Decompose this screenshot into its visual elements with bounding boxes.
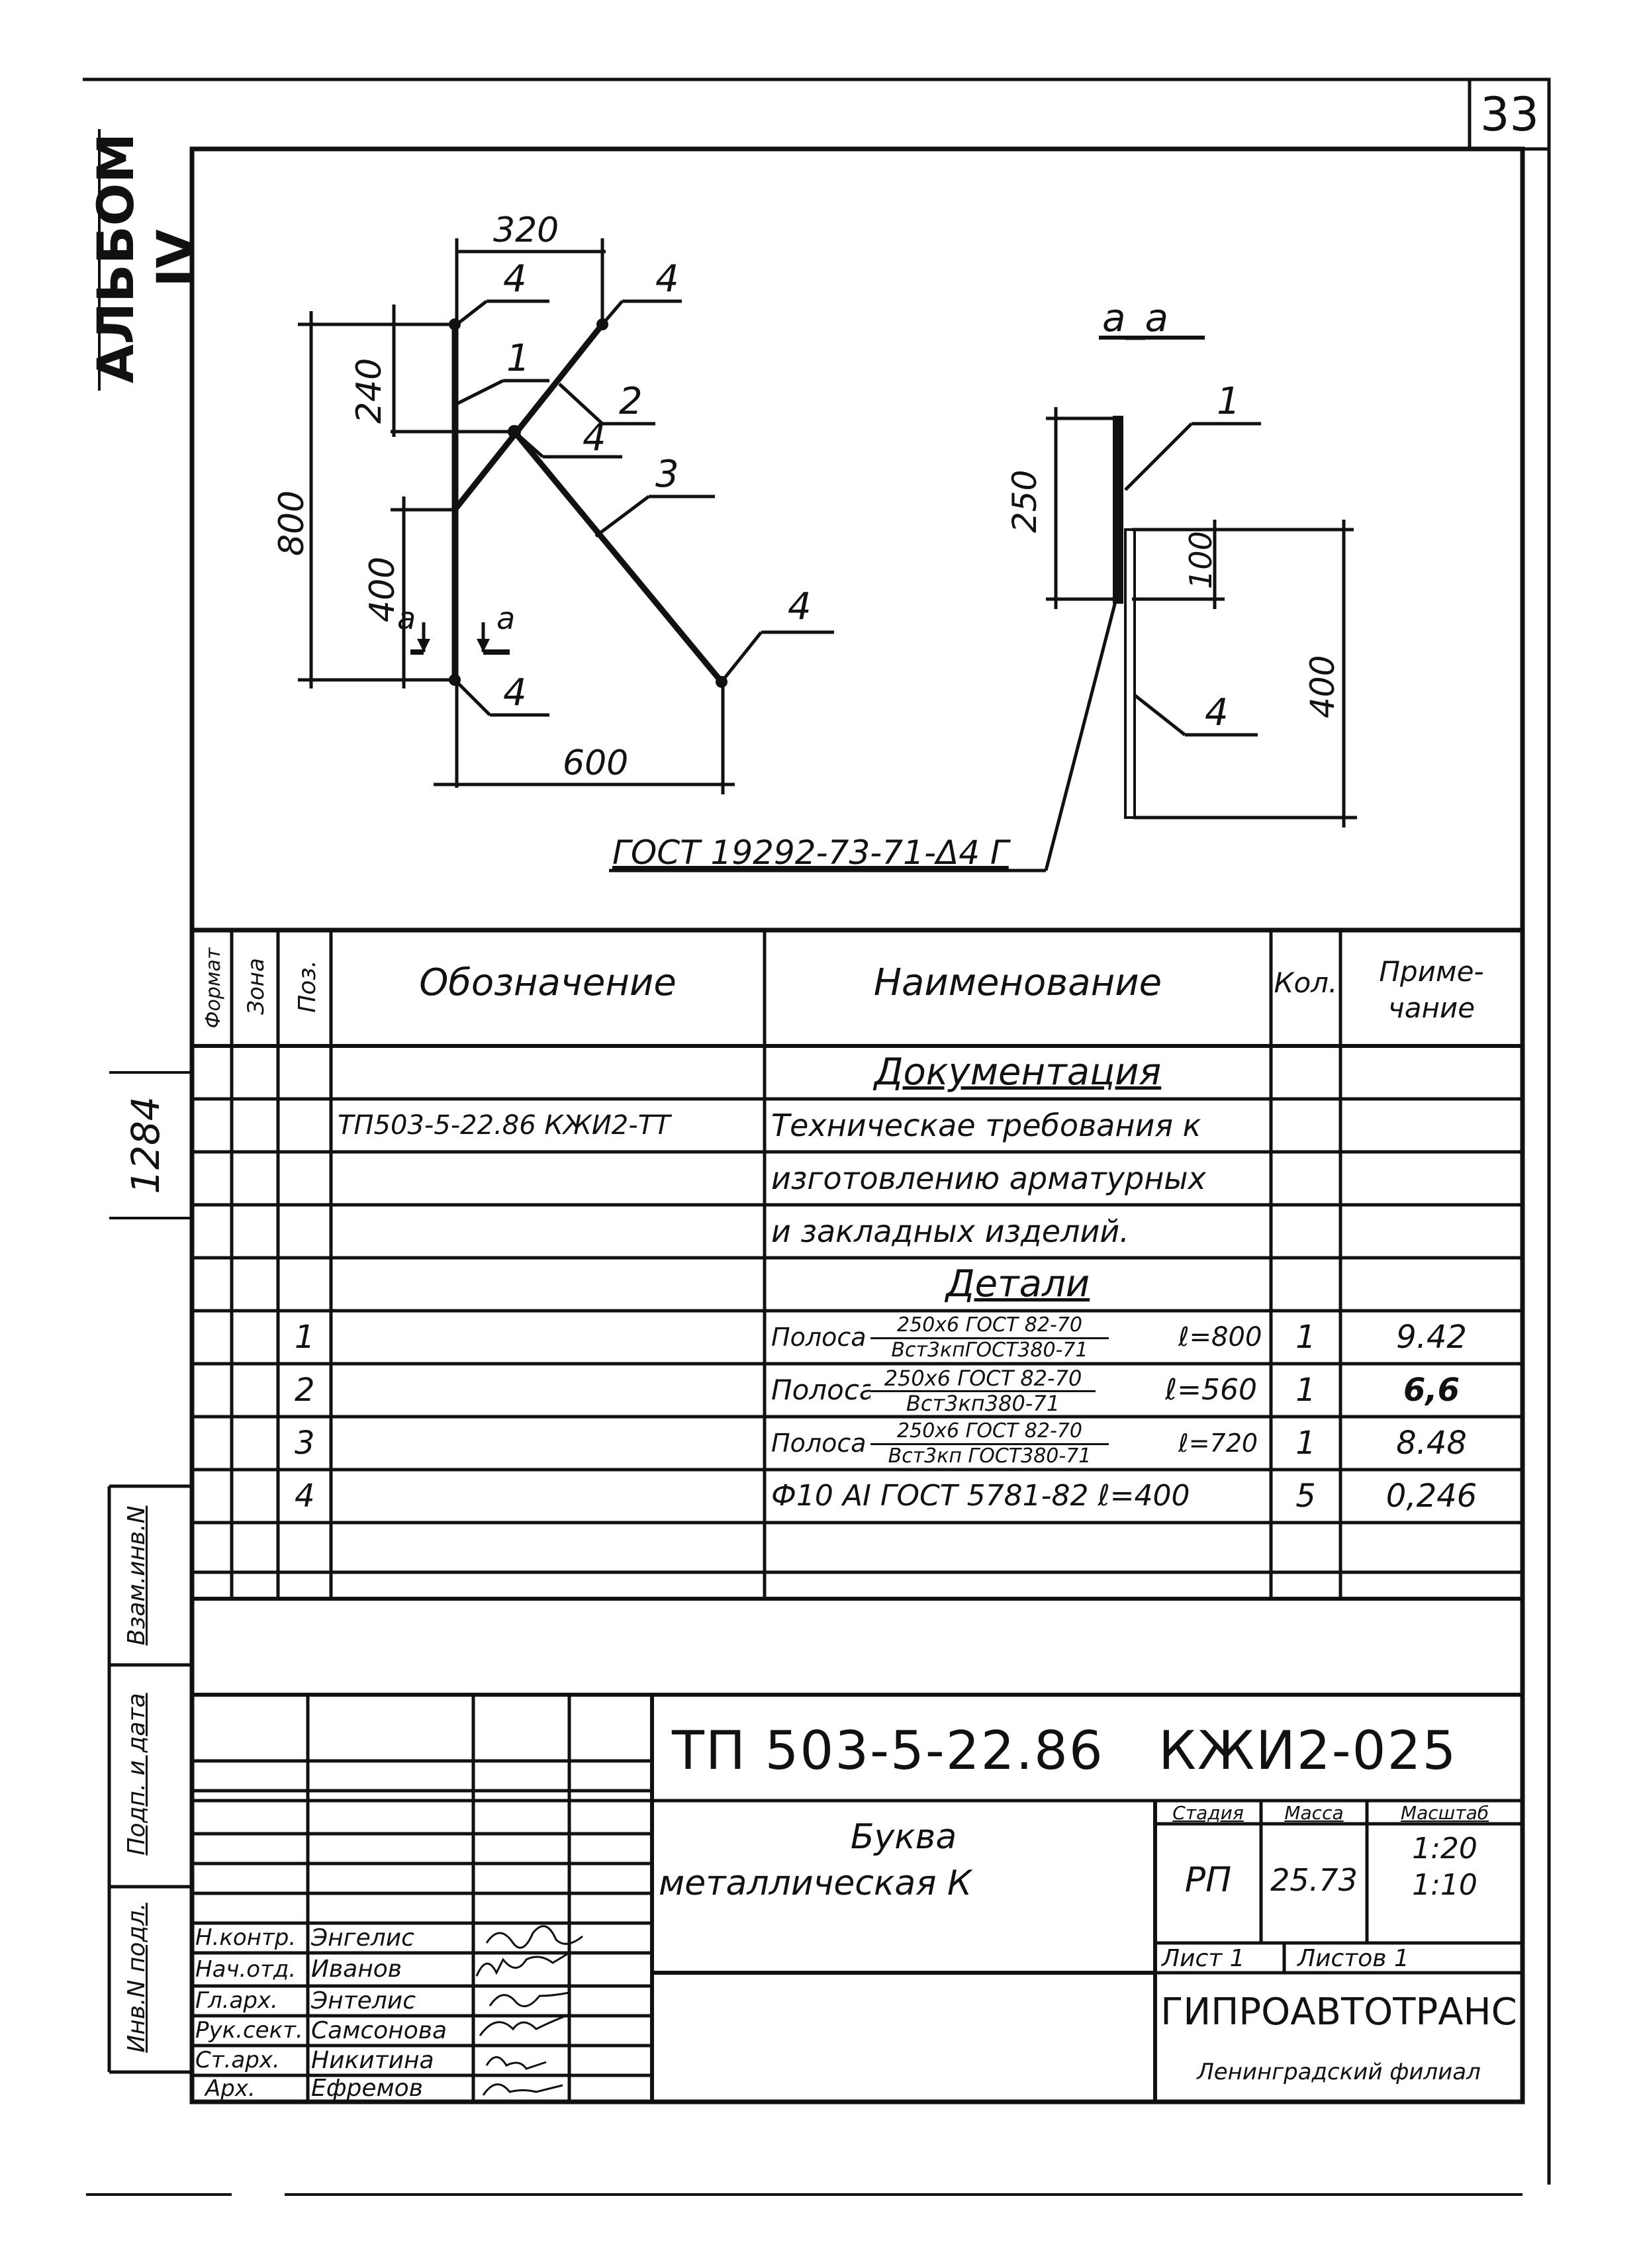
item-qty: 5: [1295, 1478, 1316, 1515]
item-name: Ф10 АI ГОСТ 5781-82 ℓ=400: [771, 1479, 1190, 1513]
item-qty: 1: [1295, 1425, 1316, 1462]
doc-line-3: и закладных изделий.: [771, 1213, 1129, 1249]
header-qty: Кол.: [1274, 967, 1338, 999]
spec-table-grid: [192, 927, 1523, 1601]
item-name-line2: металлическая К: [659, 1864, 972, 1903]
item-pos: 1: [295, 1319, 315, 1356]
section-mark-left: a: [397, 600, 416, 636]
weld-note: ГОСТ 19292-73-71-Δ4 Г: [612, 833, 1011, 872]
item-length: ℓ=560: [1165, 1373, 1258, 1407]
mass-label: Масса: [1284, 1802, 1344, 1824]
callout-2: 2: [619, 380, 643, 423]
item-qty: 1: [1295, 1372, 1316, 1409]
stage-value: РП: [1184, 1860, 1232, 1900]
item-name-line1: Буква: [850, 1817, 957, 1857]
dim-400: 400: [363, 557, 402, 622]
item-fraction-bottom: Вст3кпГОСТ380-71: [891, 1339, 1088, 1362]
item-fraction-top: 250х6 ГОСТ 82-70: [870, 1366, 1096, 1392]
callout-4-top-left: 4: [503, 258, 527, 301]
dim-240: 240: [350, 358, 389, 424]
header-note-line1: Приме-: [1379, 955, 1484, 988]
callout-4-top-right: 4: [655, 258, 679, 301]
sheets-total: Листов 1: [1297, 1945, 1409, 1972]
stage-label: Стадия: [1172, 1802, 1244, 1824]
page-number: 33: [1479, 87, 1540, 142]
item-pos: 4: [295, 1478, 315, 1515]
item-note: 6,6: [1403, 1372, 1460, 1409]
role-label: Нач.отд.: [195, 1956, 297, 1983]
person-name: Никитина: [311, 2047, 434, 2074]
scale-value-2: 1:10: [1412, 1868, 1477, 1902]
item-qty: 1: [1295, 1319, 1316, 1356]
item-fraction-top: 250х6 ГОСТ 82-70: [870, 1313, 1109, 1339]
header-note-line2: чание: [1387, 992, 1476, 1024]
spec-item-row: 4 Ф10 АI ГОСТ 5781-82 ℓ=400 5 0,246: [192, 1470, 1529, 1523]
section-dim-400: 400: [1303, 655, 1342, 718]
item-note: 0,246: [1385, 1478, 1477, 1515]
scale-value-1: 1:20: [1412, 1832, 1477, 1866]
section-parts: Детали: [945, 1262, 1090, 1305]
callout-1: 1: [506, 337, 530, 380]
organization-branch: Ленинградский филиал: [1197, 2059, 1481, 2085]
section-dim-100: 100: [1183, 531, 1219, 589]
person-name: Энтелис: [311, 1987, 416, 2014]
mass-value: 25.73: [1270, 1862, 1358, 1898]
callout-4-bottom: 4: [503, 671, 527, 714]
section-a-a-drawing: a_a 250 100 400 1 4 ГОСТ 19292-73-71-Δ4 …: [609, 295, 1357, 873]
spec-item-row: 1 Полоса 250х6 ГОСТ 82-70 Вст3кпГОСТ380-…: [192, 1311, 1529, 1364]
item-name: Полоса: [771, 1374, 870, 1406]
callout-3: 3: [655, 453, 679, 496]
item-name: Полоса: [771, 1429, 867, 1458]
section-callout-1: 1: [1217, 380, 1241, 423]
person-name: Иванов: [311, 1956, 402, 1983]
dim-800: 800: [272, 491, 312, 556]
spec-item-row: 3 Полоса 250х6 ГОСТ 82-70 Вст3кп ГОСТ380…: [192, 1417, 1529, 1470]
person-name: Ефремов: [311, 2075, 423, 2102]
item-note: 8.48: [1396, 1425, 1467, 1462]
section-dim-250: 250: [1006, 470, 1044, 533]
sheet-number: Лист 1: [1162, 1945, 1245, 1972]
role-label: Арх.: [205, 2075, 256, 2102]
person-name: Энгелис: [311, 1924, 414, 1952]
role-label: Н.контр.: [195, 1924, 297, 1951]
section-title: a_a: [1102, 295, 1168, 340]
header-designation: Обозначение: [419, 961, 677, 1004]
person-name: Самсонова: [311, 2017, 447, 2044]
letter-k-plan-drawing: 320 240 800 400 600 a a 4 4 1 2 4 3 4 4: [272, 211, 834, 794]
item-fraction-bottom: Вст3кп ГОСТ380-71: [888, 1444, 1092, 1468]
item-pos: 3: [295, 1425, 315, 1462]
spec-item-row: 2 Полоса 250х6 ГОСТ 82-70 Вст3кп380-71 ℓ…: [192, 1364, 1529, 1417]
section-mark-right: a: [496, 600, 515, 636]
item-fraction-top: 250х6 ГОСТ 82-70: [870, 1419, 1109, 1445]
role-label: Ст.арх.: [195, 2047, 280, 2073]
doc-designation: ТП503-5-22.86 КЖИ2-ТТ: [338, 1110, 671, 1141]
item-length: ℓ=800: [1178, 1322, 1262, 1352]
section-callout-4: 4: [1205, 691, 1229, 734]
role-label: Гл.арх.: [195, 1987, 278, 2014]
item-pos: 2: [295, 1372, 315, 1409]
document-code: ТП 503-5-22.86 КЖИ2-025: [672, 1720, 1458, 1781]
dim-600: 600: [563, 743, 628, 783]
header-name: Наименование: [873, 961, 1162, 1004]
role-label: Рук.сект.: [195, 2017, 303, 2044]
scale-label: Масштаб: [1400, 1802, 1489, 1824]
callout-4-right: 4: [788, 585, 812, 628]
callout-4-mid: 4: [583, 416, 606, 459]
doc-line-2: изготовлению арматурных: [771, 1160, 1206, 1196]
section-documentation: Документация: [874, 1051, 1162, 1094]
item-length: ℓ=720: [1178, 1429, 1258, 1458]
item-fraction-bottom: Вст3кп380-71: [906, 1391, 1060, 1416]
doc-line-1: Техническае требования к: [771, 1108, 1201, 1143]
item-note: 9.42: [1396, 1319, 1467, 1356]
item-name: Полоса: [771, 1323, 867, 1352]
dim-320: 320: [493, 211, 559, 250]
organization-name: ГИПРОАВТОТРАНС: [1160, 1991, 1517, 2034]
